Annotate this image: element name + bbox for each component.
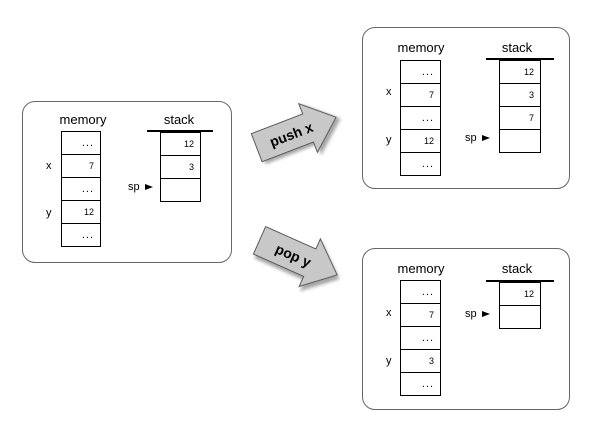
stack-base-bar [147,130,213,132]
stack-pointer: sp [465,308,490,320]
memory-cell: ... [400,60,441,84]
stack-base-bar [486,280,554,282]
stack-cell: 12 [160,132,201,156]
stack-title: stack [163,112,195,127]
memory-cell-y: 3 [400,349,441,373]
push-arrow-shape [250,102,337,163]
memory-cell: ... [61,177,101,201]
memory-title: memory [397,261,445,276]
stack-pointer-label: sp [465,308,477,320]
memory-title: memory [59,112,107,127]
stack-pointer-arrow-icon [481,311,490,318]
stack-pointer: sp [128,181,153,193]
memory-cell-y: 12 [61,200,101,224]
after-push-panel: memory stack ... 7 ... 12 ... x y 12 3 7… [362,27,570,189]
variable-label-y: y [386,134,392,146]
stack-cell [160,178,201,202]
variable-label-x: x [386,86,392,98]
after-pop-panel: memory stack ... 7 ... 3 ... x y 12 sp [362,248,570,410]
memory-cell-x: 7 [400,83,441,107]
stack-pointer: sp [465,132,490,144]
variable-label-y: y [386,355,392,367]
stack-pointer-label: sp [465,132,477,144]
variable-label-x: x [386,307,392,319]
stack-title: stack [501,261,533,276]
stack-pointer-label: sp [128,181,140,193]
push-arrow: push x [250,102,337,163]
stack-cell: 12 [499,282,541,306]
memory-cell: ... [61,131,101,155]
memory-cell: ... [400,326,441,350]
memory-cell: ... [400,372,441,396]
stack-cell [499,129,541,153]
stack-title: stack [501,40,533,55]
stack-base-bar [486,58,554,60]
memory-cell: ... [61,223,101,247]
variable-label-y: y [46,207,52,219]
stack-pointer-arrow-icon [144,184,153,191]
pop-arrow: pop y [252,225,338,288]
initial-state-panel: memory stack ... 7 ... 12 ... x y 12 3 s… [22,101,232,263]
memory-title: memory [397,40,445,55]
pop-arrow-shape [252,225,338,288]
stack-cell: 3 [160,155,201,179]
memory-cell: ... [400,106,441,130]
stack-cell: 3 [499,83,541,107]
memory-cell-y: 12 [400,129,441,153]
variable-label-x: x [46,160,52,172]
memory-cell: ... [400,152,441,176]
stack-cell: 12 [499,60,541,84]
stack-pointer-arrow-icon [481,135,490,142]
stack-cell [499,305,541,329]
stack-cell: 7 [499,106,541,130]
